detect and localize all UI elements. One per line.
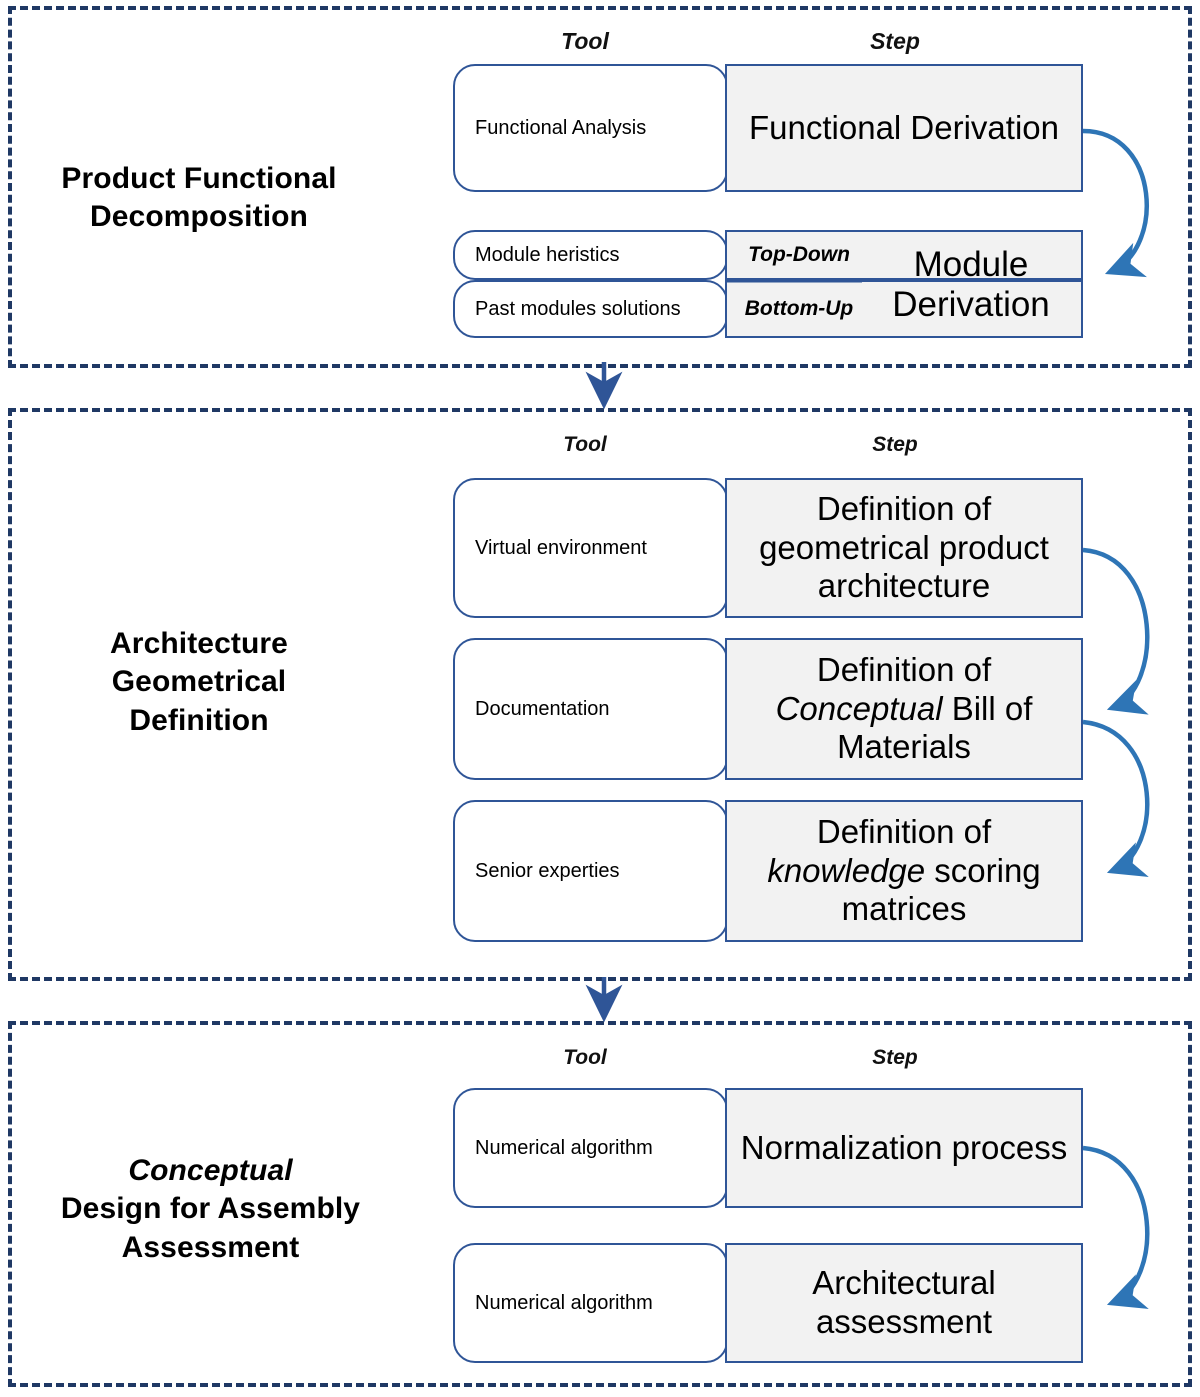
phase-panel-conceptual-design-for-assembly-assessment (8, 1021, 1192, 1387)
step-label: Definition of geometrical product archit… (759, 490, 1049, 605)
phase-label-line: Design for Assembly (60, 1192, 361, 1226)
step-box[interactable]: Normalization process (725, 1088, 1083, 1208)
tool-capsule[interactable]: Numerical algorithm (453, 1243, 728, 1363)
column-header-step: Step (872, 1046, 918, 1069)
step-box[interactable]: Definition of Conceptual Bill of Materia… (725, 638, 1083, 780)
step-sub-label-bottom-up: Bottom-Up (744, 297, 854, 320)
process-row: Virtual environment Definition of geomet… (453, 478, 1083, 618)
step-label: Definition of knowledge scoring matrices (727, 811, 1081, 931)
phase-panel-architecture-geometrical-definition (8, 408, 1192, 981)
step-box[interactable] (725, 280, 1083, 338)
phase-label-line: Assessment (121, 1230, 300, 1264)
step-label: Architectural assessment (812, 1264, 996, 1340)
step-label-emphasis: Conceptual (775, 689, 943, 727)
tool-capsule[interactable]: Senior experties (453, 800, 728, 942)
step-box[interactable]: Definition of knowledge scoring matrices (725, 800, 1083, 942)
tool-capsule[interactable]: Past modules solutions (453, 280, 728, 338)
column-header-tool: Tool (561, 28, 609, 54)
tool-label: Module heristics (475, 243, 620, 266)
phase-label-emphasis: Conceptual (128, 1154, 293, 1187)
phase-label-line: Geometrical (111, 665, 287, 699)
tool-label: Functional Analysis (475, 116, 647, 139)
process-row: Senior experties Definition of knowledge… (453, 800, 1083, 942)
step-box[interactable]: Architectural assessment (725, 1243, 1083, 1363)
column-header-tool: Tool (563, 433, 607, 456)
phase-label-line: Decomposition (90, 200, 308, 234)
step-box[interactable] (725, 230, 1083, 280)
tool-label: Numerical algorithm (475, 1291, 653, 1314)
tool-label: Virtual environment (475, 536, 647, 559)
process-row: Module heristics Top-Down (453, 230, 1083, 280)
process-row: Numerical algorithm Normalization proces… (453, 1088, 1083, 1208)
tool-capsule[interactable]: Numerical algorithm (453, 1088, 728, 1208)
process-row: Past modules solutions Bottom-Up (453, 280, 1083, 338)
column-header-step: Step (872, 433, 918, 456)
tool-label: Senior experties (475, 859, 620, 882)
phase-label-conceptual-design-for-assembly-assessment: Conceptual Design for Assembly Assessmen… (18, 1152, 403, 1267)
step-label-part: Bill of Materials (837, 689, 1033, 766)
column-header-tool: Tool (563, 1046, 607, 1069)
tool-capsule[interactable]: Module heristics (453, 230, 728, 280)
step-label-part: scoring matrices (841, 851, 1041, 928)
tool-capsule[interactable]: Functional Analysis (453, 64, 728, 192)
tool-capsule[interactable]: Virtual environment (453, 478, 728, 618)
process-row: Functional Analysis Functional Derivatio… (453, 64, 1083, 192)
tool-capsule[interactable]: Documentation (453, 638, 728, 780)
step-sub-label-top-down: Top-Down (748, 243, 850, 266)
step-label: Normalization process (740, 1128, 1068, 1166)
phase-label-line: Product Functional (61, 162, 337, 195)
step-box[interactable]: Functional Derivation (725, 64, 1083, 192)
phase-label-architecture-geometrical-definition: Architecture Geometrical Definition (24, 625, 374, 740)
step-label-emphasis: knowledge (767, 851, 926, 889)
step-label-part: Definition of (816, 813, 992, 851)
tool-label: Documentation (475, 697, 610, 720)
process-row: Numerical algorithm Architectural assess… (453, 1243, 1083, 1363)
tool-label: Past modules solutions (475, 297, 681, 320)
tool-label: Numerical algorithm (475, 1136, 653, 1159)
step-box[interactable]: Definition of geometrical product archit… (725, 478, 1083, 618)
step-label-part: Definition of (816, 651, 992, 689)
phase-panel-product-functional-decomposition (8, 6, 1192, 368)
phase-label-line: Architecture (110, 627, 288, 660)
process-row: Documentation Definition of Conceptual B… (453, 638, 1083, 780)
step-label: Functional Derivation (749, 108, 1059, 146)
phase-label-product-functional-decomposition: Product Functional Decomposition (24, 160, 374, 237)
step-label: Definition of Conceptual Bill of Materia… (727, 649, 1081, 769)
phase-label-line: Definition (129, 703, 269, 737)
column-header-step: Step (870, 28, 920, 54)
